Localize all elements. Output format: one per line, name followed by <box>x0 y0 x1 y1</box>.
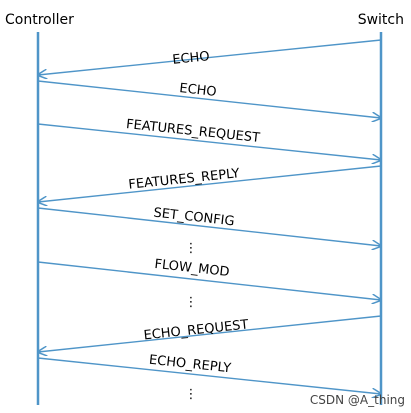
message-arrow-echo-2 <box>37 80 381 118</box>
message-arrow-set-config <box>37 207 381 246</box>
controller-header: Controller <box>5 12 74 28</box>
message-arrow-echo-1 <box>38 39 382 75</box>
ellipsis-2: ⋮ <box>185 295 198 310</box>
message-arrow-flow-mod <box>37 261 381 300</box>
message-arrow-echo-reply <box>37 357 381 394</box>
switch-header: Switch <box>358 12 404 28</box>
message-arrow-features-reply <box>38 165 382 202</box>
message-label-echo-1: ECHO <box>172 49 211 68</box>
message-label-echo-request: ECHO_REQUEST <box>143 318 249 344</box>
message-label-features-reply: FEATURES_REPLY <box>128 166 241 193</box>
ellipsis-1: ⋮ <box>185 241 198 256</box>
message-arrow-features-request <box>37 123 381 160</box>
message-label-echo-2: ECHO <box>179 81 218 100</box>
watermark: CSDN @A_thing <box>309 393 405 407</box>
message-label-features-request: FEATURES_REQUEST <box>125 117 260 146</box>
message-arrow-echo-request <box>38 315 382 352</box>
ellipsis-3: ⋮ <box>185 387 198 402</box>
message-label-echo-reply: ECHO_REPLY <box>148 353 232 377</box>
